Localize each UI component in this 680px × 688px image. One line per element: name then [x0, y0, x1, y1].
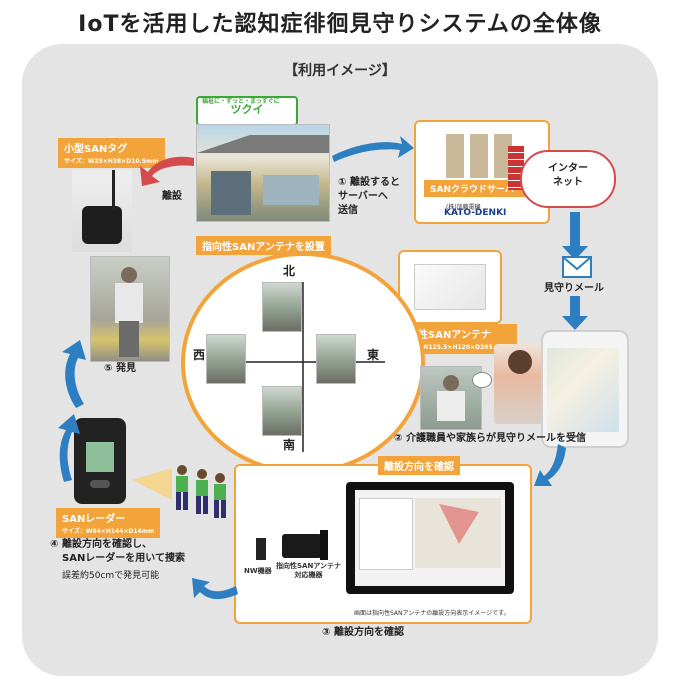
server-company-sub: (株)加藤電機	[446, 204, 481, 211]
compass-lines	[221, 282, 385, 452]
arrow-to-phone	[562, 296, 588, 330]
tsukui-logo: 福祉に・ずっと・まっすぐに ツクイ	[196, 96, 298, 126]
speaker-icon	[320, 530, 328, 560]
cloud-server-card: SANクラウドサーバー (株)加藤電機 KATO-DENKI	[414, 120, 550, 224]
page-title: IoTを活用した認知症徘徊見守りシステムの全体像	[78, 12, 602, 37]
compass-north: 北	[283, 264, 296, 278]
step-4-line3: 誤差約50cmで発見可能	[62, 571, 160, 581]
compass-south: 南	[283, 438, 296, 452]
antenna-north-photo	[262, 282, 302, 332]
compass-west: 西	[193, 348, 206, 362]
facility-photo	[196, 124, 330, 222]
arrow-to-found	[62, 340, 86, 408]
caregiver-elderly-photo	[420, 366, 482, 430]
searching-staff-illustration	[132, 465, 226, 518]
arrow-to-server	[332, 136, 414, 162]
elderly-person-photo	[90, 256, 170, 362]
arrow-to-radar	[192, 578, 238, 600]
arrow-radar-up	[58, 414, 80, 482]
logo-text: ツクイ	[230, 103, 264, 116]
leave-arrow	[140, 156, 194, 186]
thought-bubble-icon	[472, 372, 492, 388]
antenna-west-photo	[206, 334, 246, 384]
antenna-east-photo	[316, 334, 356, 384]
san-radar-label: SANレーダー サイズ：W64×H144×D14mm	[56, 508, 161, 538]
step-4-line2: SANレーダーを用いて捜索	[62, 553, 186, 564]
monitor-screen	[355, 490, 505, 586]
direction-check-label: 離設方向を確認	[378, 456, 460, 475]
step-3: ③ 離設方向を確認	[322, 627, 404, 638]
family-member-photo	[494, 344, 546, 424]
step-1: ① 離設すると サーバーへ 送信	[338, 177, 400, 216]
san-tag-photo	[72, 170, 132, 252]
step-5: ⑤ 発見	[104, 363, 136, 374]
internet-cloud: インター ネット	[520, 150, 616, 208]
compass-east: 東	[367, 348, 380, 362]
step-2: ② 介護職員や家族らが見守りメールを受信	[394, 433, 586, 444]
server-company: KATO-DENKI	[444, 208, 507, 218]
usage-label: 【利用イメージ】	[284, 63, 396, 79]
antenna-device-icon	[282, 534, 322, 558]
nw-device-label: NW機器	[244, 567, 272, 575]
antenna-south-photo	[262, 386, 302, 436]
mail-label: 見守りメール	[544, 283, 604, 294]
logo-tagline: 福祉に・ずっと・まっすぐに	[202, 98, 280, 105]
phone-map-screen	[547, 348, 619, 432]
antenna-device-label: 指向性SANアンテナ 対応機器	[276, 562, 342, 579]
nw-device-icon	[256, 538, 266, 560]
san-tag-label: 小型SANタグ サイズ：W29×H38×D10.5mm	[58, 138, 165, 168]
leave-label: 離設	[162, 191, 182, 202]
san-radar-device	[74, 418, 126, 504]
mail-icon	[562, 256, 592, 278]
step-4-line1: ④ 離設方向を確認し、	[50, 539, 152, 550]
antenna-install-label: 指向性SANアンテナを設置	[196, 236, 331, 255]
arrow-to-mail	[562, 212, 588, 260]
server-label: SANクラウドサーバー	[424, 180, 529, 197]
antenna-product-card	[398, 250, 502, 324]
screen-note: 画面は指向性SANアンテナの離設方向表示イメージです。	[354, 610, 510, 617]
arrow-to-monitor	[534, 444, 566, 486]
